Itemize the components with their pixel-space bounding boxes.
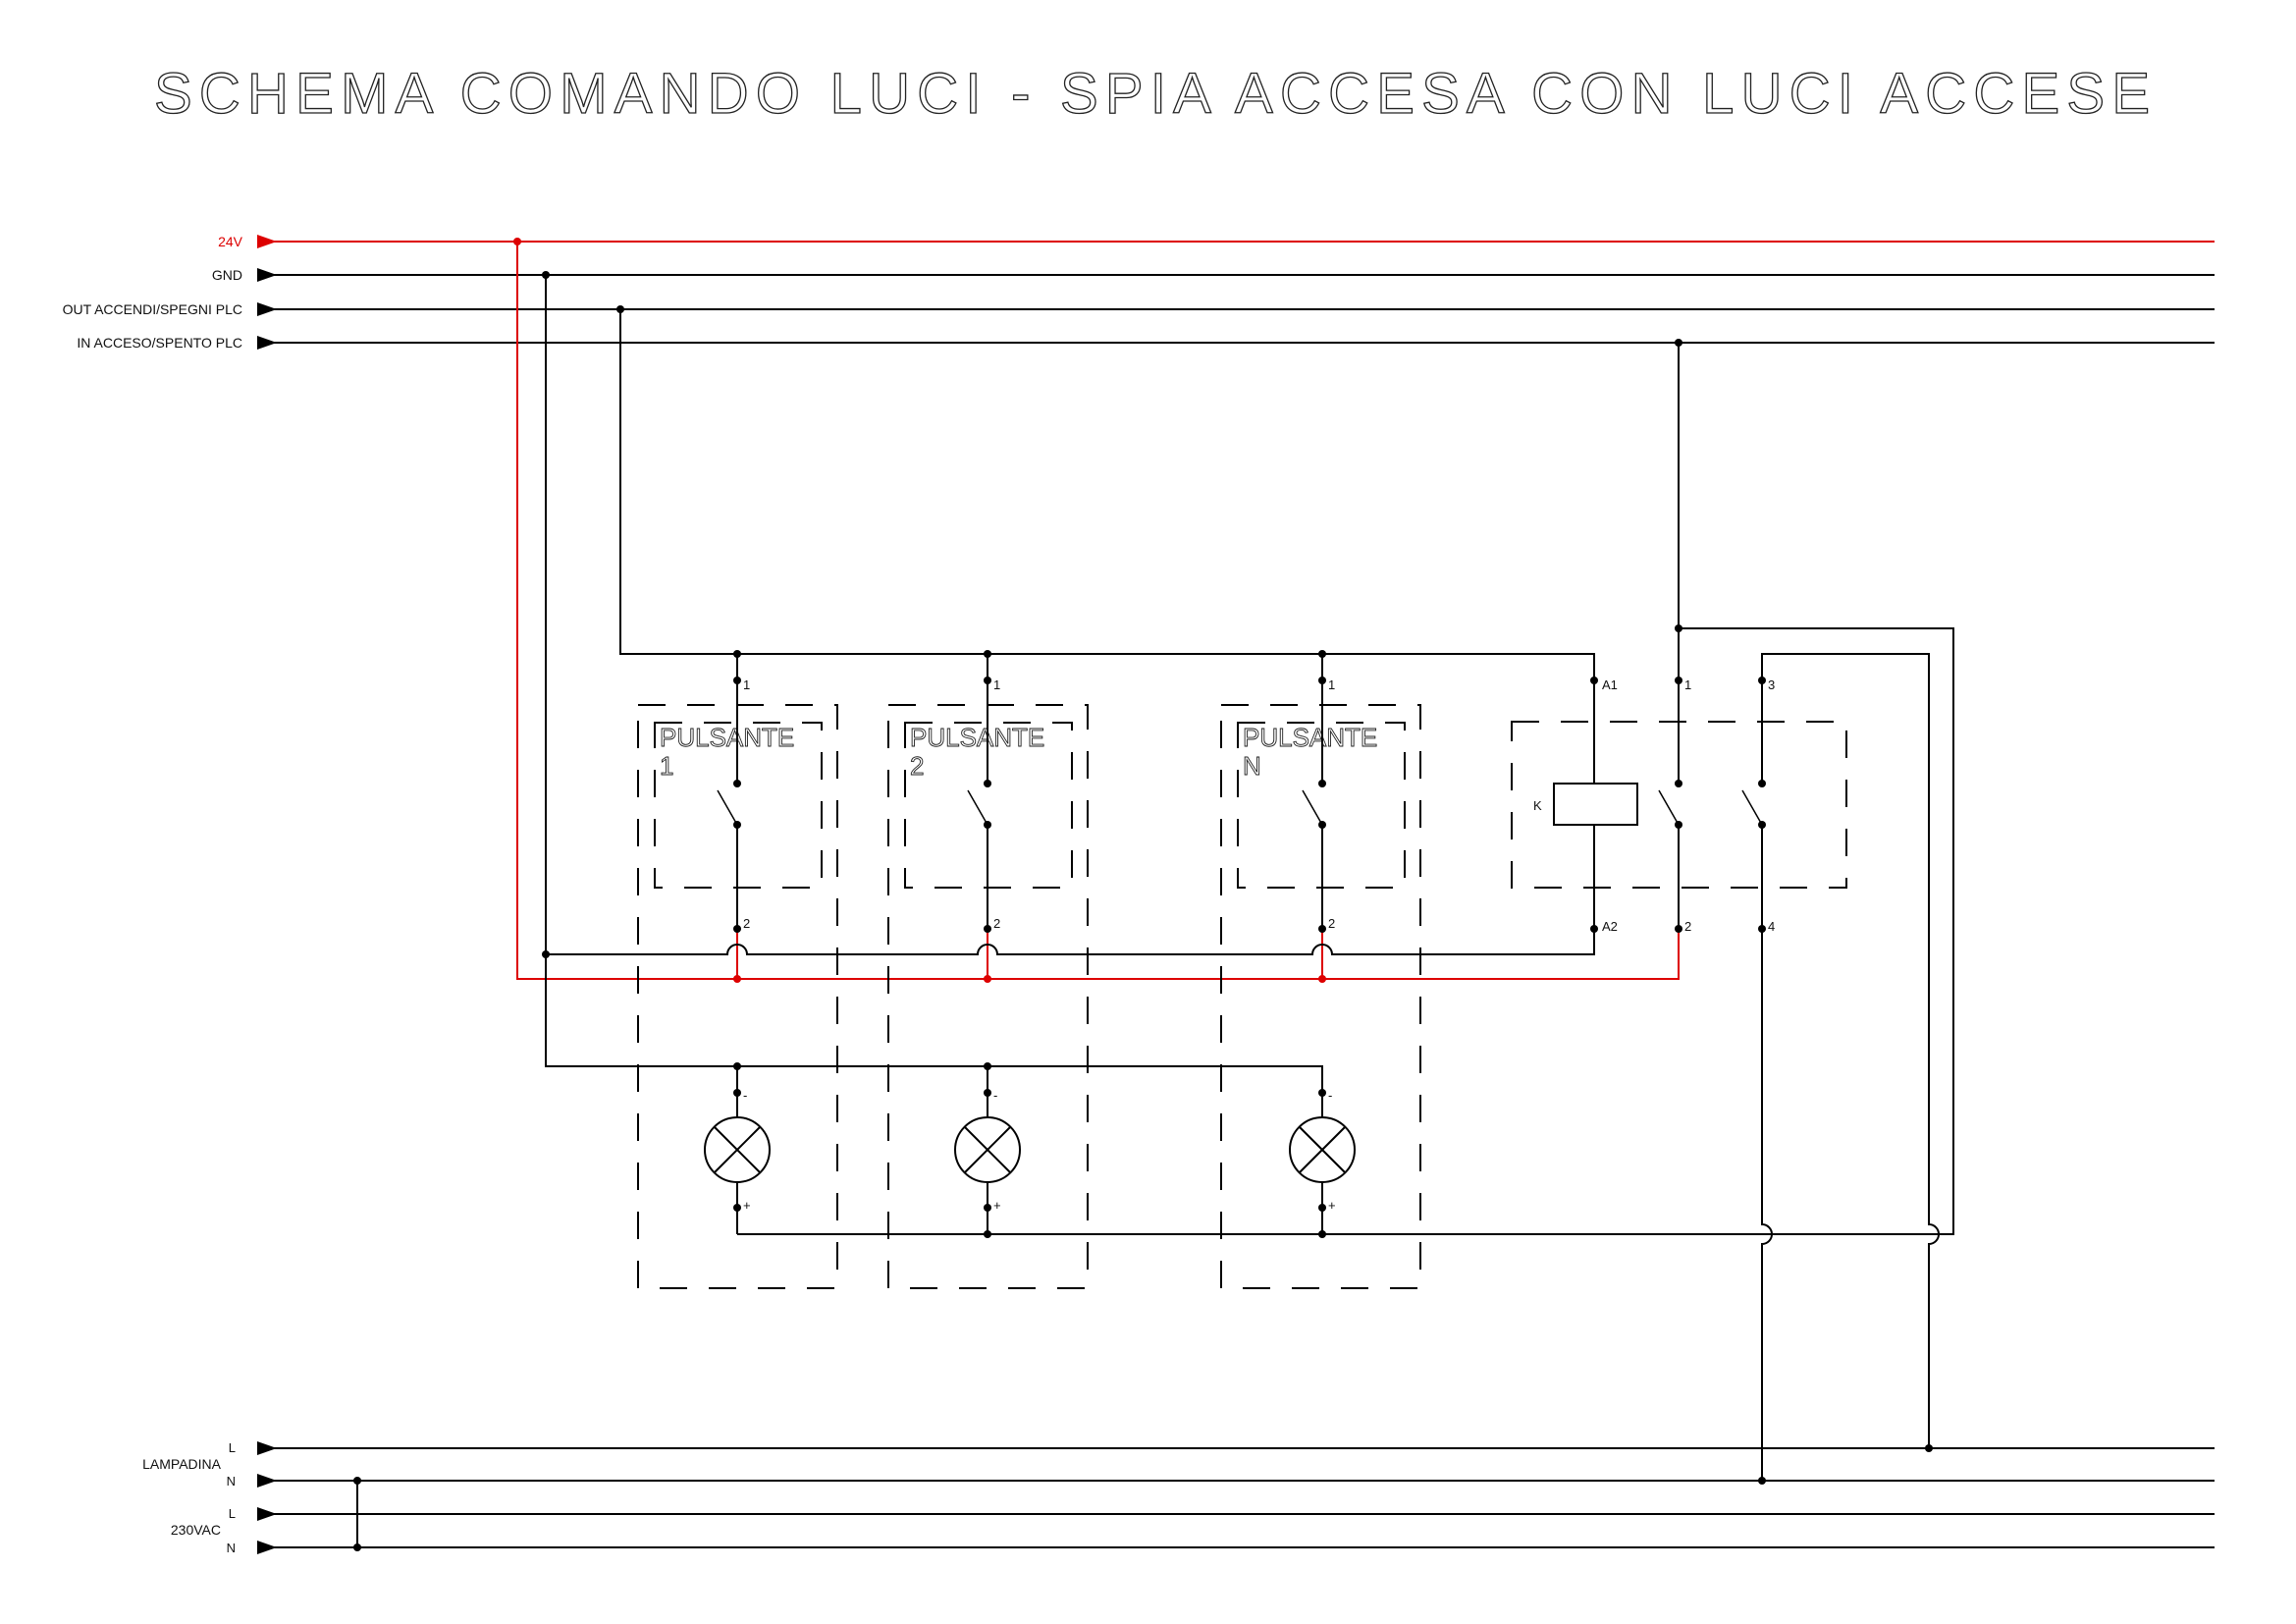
terminal-label: 1 — [1328, 677, 1335, 692]
bus-label-lampadina: LAMPADINA — [142, 1456, 222, 1472]
relay-k: K A1 A2 1 2 3 4 — [1511, 339, 1940, 1485]
pulsante-number: 1 — [660, 751, 673, 781]
pulsante-label: PULSANTE — [910, 723, 1044, 752]
bus-label-out: OUT ACCENDI/SPEGNI PLC — [63, 301, 242, 317]
terminal-label: 2 — [993, 916, 1000, 931]
lamp-icon — [1289, 1116, 1356, 1183]
wire-out-plc — [616, 305, 1595, 680]
lamp-1: - + — [704, 1088, 771, 1234]
lamp-plus-label: + — [1328, 1198, 1336, 1213]
bus-label-n: N — [227, 1541, 236, 1555]
bus-230vac: 230VAC L N — [171, 1477, 2215, 1555]
bus-in-plc: IN ACCESO/SPENTO PLC — [77, 335, 2215, 351]
pulsante-1: PULSANTE 1 1 2 — [637, 654, 838, 1289]
lamp-2: - + — [954, 1088, 1021, 1234]
wire-24v — [513, 238, 1680, 983]
terminal-label: 4 — [1768, 919, 1775, 934]
pulsante-label: PULSANTE — [1243, 723, 1377, 752]
terminal-label: A2 — [1602, 919, 1618, 934]
terminal-label: 2 — [1328, 916, 1335, 931]
switch-contact-icon — [967, 789, 988, 826]
switch-contact-icon — [1302, 789, 1323, 826]
lamp-minus-label: - — [743, 1088, 747, 1103]
terminal-label: A1 — [1602, 677, 1618, 692]
bus-lampadina: LAMPADINA L N — [142, 1440, 2215, 1489]
terminal-label: 1 — [993, 677, 1000, 692]
pulsante-n: PULSANTE N 1 2 — [1220, 654, 1421, 1289]
lamp-n: - + — [1289, 1088, 1356, 1234]
terminal-label: 3 — [1768, 677, 1775, 692]
terminal-label: 1 — [743, 677, 750, 692]
lamp-plus-label: + — [993, 1198, 1001, 1213]
bus-label-24v: 24V — [218, 234, 243, 249]
bus-label-n: N — [227, 1474, 236, 1489]
bus-gnd: GND — [212, 267, 2215, 283]
pulsante-label: PULSANTE — [660, 723, 794, 752]
lamp-icon — [704, 1116, 771, 1183]
relay-coil — [1553, 783, 1638, 826]
lamp-plus-label: + — [743, 1198, 751, 1213]
bus-label-230vac: 230VAC — [171, 1522, 221, 1538]
pulsante-number: N — [1243, 751, 1261, 781]
lamp-minus-label: - — [1328, 1088, 1332, 1103]
bus-24v: 24V — [218, 234, 2215, 249]
terminal-label: 1 — [1684, 677, 1691, 692]
wire-gnd — [542, 271, 1595, 1093]
bus-label-in: IN ACCESO/SPENTO PLC — [77, 335, 242, 351]
bus-label-l: L — [229, 1506, 236, 1521]
pulsante-2: PULSANTE 2 1 2 — [887, 654, 1089, 1289]
relay-contact-icon — [1658, 789, 1680, 826]
terminal-label: 2 — [1684, 919, 1691, 934]
relay-contact-icon — [1741, 789, 1763, 826]
diagram-title: SCHEMA COMANDO LUCI - SPIA ACCESA CON LU… — [154, 62, 2150, 126]
pulsante-number: 2 — [910, 751, 924, 781]
lamp-icon — [954, 1116, 1021, 1183]
relay-coil-label: K — [1533, 798, 1542, 813]
switch-contact-icon — [717, 789, 738, 826]
bus-label-gnd: GND — [212, 267, 242, 283]
bus-out-plc: OUT ACCENDI/SPEGNI PLC — [63, 301, 2215, 317]
terminal-label: 2 — [743, 916, 750, 931]
lamp-minus-label: - — [993, 1088, 997, 1103]
bus-label-l: L — [229, 1440, 236, 1455]
